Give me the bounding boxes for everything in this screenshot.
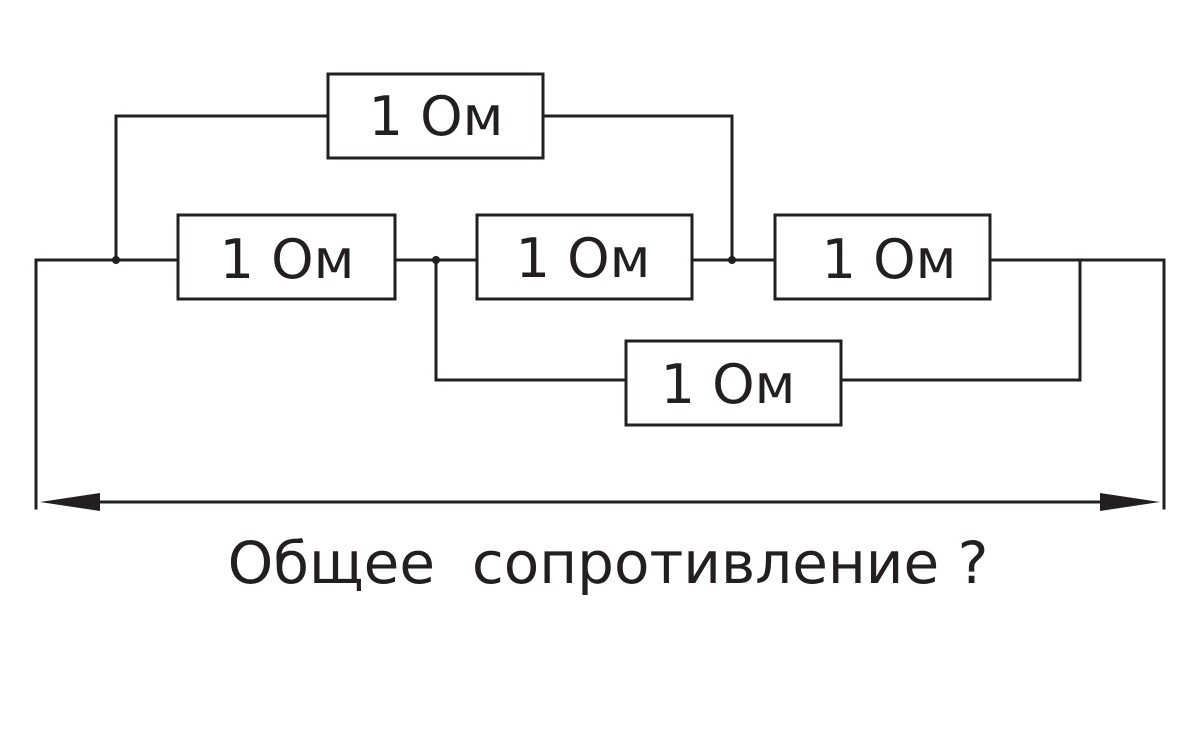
dimension-arrow-right-icon — [1100, 493, 1160, 511]
resistor-top-label: 1 Ом — [369, 85, 504, 148]
resistor-right: 1 Ом — [773, 213, 992, 301]
resistor-left: 1 Ом — [176, 213, 397, 301]
resistor-middle-body — [475, 213, 694, 301]
top-branch-left-wire — [114, 114, 330, 262]
resistor-top: 1 Ом — [326, 72, 545, 160]
dimension-arrow-left-icon — [40, 493, 100, 511]
bottom-branch-left-wire — [434, 258, 628, 382]
top-branch-right-wire — [541, 114, 734, 262]
resistor-top-body — [326, 72, 545, 160]
resistor-left-label: 1 Ом — [220, 228, 355, 291]
junction-node-c — [728, 256, 736, 264]
bottom-branch-right-wire — [839, 258, 1082, 382]
resistor-right-label: 1 Ом — [822, 228, 957, 291]
junction-node-a — [112, 256, 120, 264]
resistor-bottom-body — [624, 339, 843, 427]
resistor-bottom: 1 Ом — [624, 339, 843, 427]
resistor-middle-label: 1 Ом — [516, 227, 651, 290]
resistor-middle: 1 Ом — [475, 213, 694, 301]
resistor-bottom-label: 1 Ом — [661, 353, 796, 416]
resistor-left-body — [176, 213, 397, 301]
diagram-caption: Общее сопротивление ? — [228, 529, 989, 597]
resistor-right-body — [773, 213, 992, 301]
junction-node-b — [432, 256, 440, 264]
